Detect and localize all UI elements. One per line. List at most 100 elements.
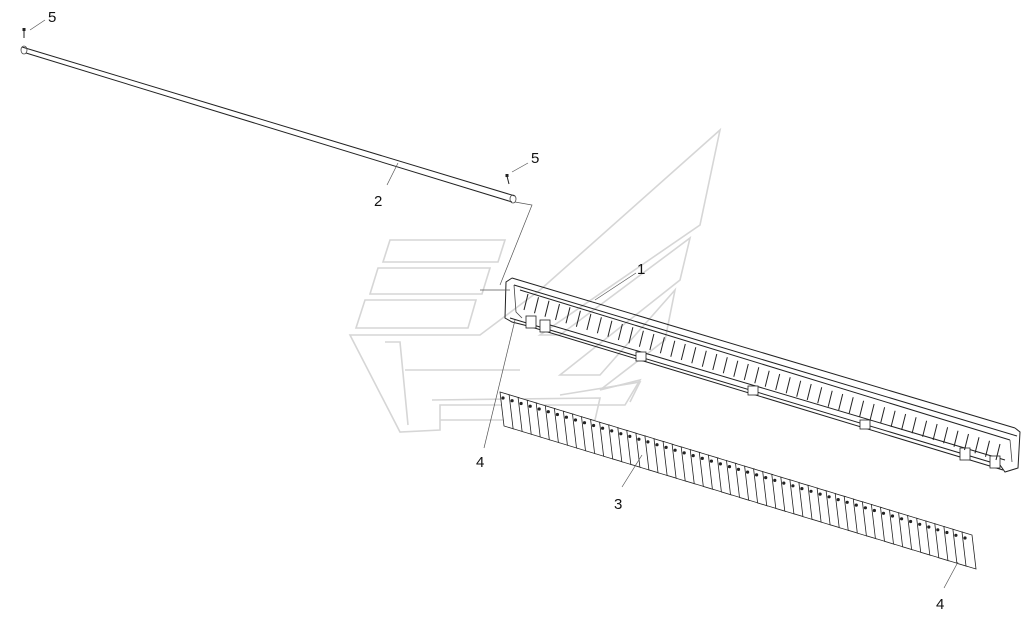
frame-tine	[670, 340, 676, 357]
header-frame	[504, 277, 1021, 473]
frame-tine	[995, 443, 1001, 461]
frame-tine	[534, 297, 539, 314]
blade-bolt	[610, 429, 614, 433]
callout-3: 3	[614, 496, 622, 513]
blade-bolt	[963, 536, 967, 540]
callout-5-top: 5	[48, 9, 56, 26]
blade-bolt	[637, 437, 641, 441]
frame-tine	[985, 440, 990, 457]
pin-fastener-top	[22, 28, 26, 38]
blade-bolt	[601, 426, 605, 430]
blade-bolt	[854, 503, 858, 507]
frame-tine	[607, 320, 613, 337]
blade-bolt	[510, 399, 514, 403]
blade-bolt	[791, 484, 795, 488]
blade-bolt	[628, 434, 632, 438]
blade-bolt	[818, 492, 822, 496]
blade-bolt	[582, 421, 587, 425]
blade-bolt	[501, 396, 505, 400]
blade-bolt	[664, 445, 668, 449]
blade-row	[499, 391, 977, 570]
frame-tine	[869, 403, 875, 421]
blade-bolt	[709, 459, 714, 463]
frame-tine	[932, 423, 938, 441]
blade-bolt	[619, 432, 623, 436]
frame-tine	[901, 413, 907, 431]
rod	[20, 45, 517, 204]
blade	[961, 531, 977, 570]
frame-tine	[555, 303, 560, 321]
leader-lines	[29, 19, 959, 589]
frame-tine	[806, 383, 812, 401]
blade-bolt	[519, 401, 523, 406]
blade-bolt	[936, 528, 940, 532]
blade-bolt	[909, 519, 913, 524]
frame-tine	[596, 317, 602, 334]
frame-tine	[743, 363, 749, 381]
frame-tine	[680, 343, 686, 361]
frame-tine	[785, 377, 791, 394]
frame-tine	[565, 307, 571, 324]
blade-bolt	[845, 500, 849, 504]
frame-tine	[922, 420, 928, 437]
frame-tines	[523, 293, 1001, 461]
frame-tine	[544, 300, 550, 317]
frame-tine	[974, 437, 980, 454]
frame-tine	[754, 367, 760, 384]
blade-bolt	[827, 495, 831, 499]
blade-bolt	[809, 489, 813, 493]
frame-tine	[638, 330, 644, 347]
frame-tine	[911, 417, 917, 434]
callout-5-mid: 5	[531, 150, 539, 167]
blade-bolt	[528, 404, 532, 408]
frame-tine	[733, 360, 739, 377]
blade-bolt	[555, 412, 560, 417]
blade-bolt	[746, 470, 750, 474]
callout-2: 2	[374, 193, 382, 210]
frame-tine	[796, 380, 802, 397]
callout-1: 1	[637, 261, 645, 278]
blade-bolt	[718, 462, 723, 466]
blade-bolt	[682, 451, 686, 455]
blade-bolt	[673, 448, 677, 452]
frame-tine	[722, 357, 728, 374]
frame-tine	[817, 387, 823, 404]
blade-bolt	[546, 410, 550, 414]
frame-tine	[617, 323, 623, 341]
blade-bolt	[900, 517, 904, 521]
frame-tine	[628, 327, 634, 344]
frame-tine	[649, 333, 655, 351]
blade-bolt	[800, 487, 804, 491]
blade-bolt	[592, 423, 596, 428]
blade-bolt	[881, 511, 886, 515]
blade-bolt	[773, 478, 777, 482]
frame-tine	[575, 310, 581, 327]
frame-tine	[691, 347, 697, 364]
frame-tine	[953, 430, 959, 447]
blade-bolt	[764, 476, 768, 480]
watermark-logo	[348, 127, 722, 433]
blade-bolt	[691, 454, 695, 458]
frame-tine	[712, 353, 718, 371]
frame-tine	[964, 433, 969, 451]
blade-bolt	[727, 465, 732, 469]
blade-bolt	[836, 498, 840, 502]
blade-bolt	[755, 473, 759, 477]
frame-tine	[848, 397, 854, 414]
frame-tine	[764, 370, 770, 387]
frame-tine	[943, 427, 949, 444]
frame-tine	[586, 313, 592, 331]
blade-bolt	[736, 467, 741, 471]
blade-bolt	[564, 415, 569, 419]
blade-bolt	[537, 407, 541, 411]
blade-bolt	[872, 508, 877, 513]
frame-tine	[880, 407, 886, 424]
blade-bolt	[954, 533, 958, 537]
blade-bolt	[573, 418, 578, 422]
frame-tine	[775, 373, 781, 391]
blade-bolt	[646, 440, 650, 444]
frame-tine	[838, 393, 844, 411]
blade-bolt	[700, 456, 704, 460]
